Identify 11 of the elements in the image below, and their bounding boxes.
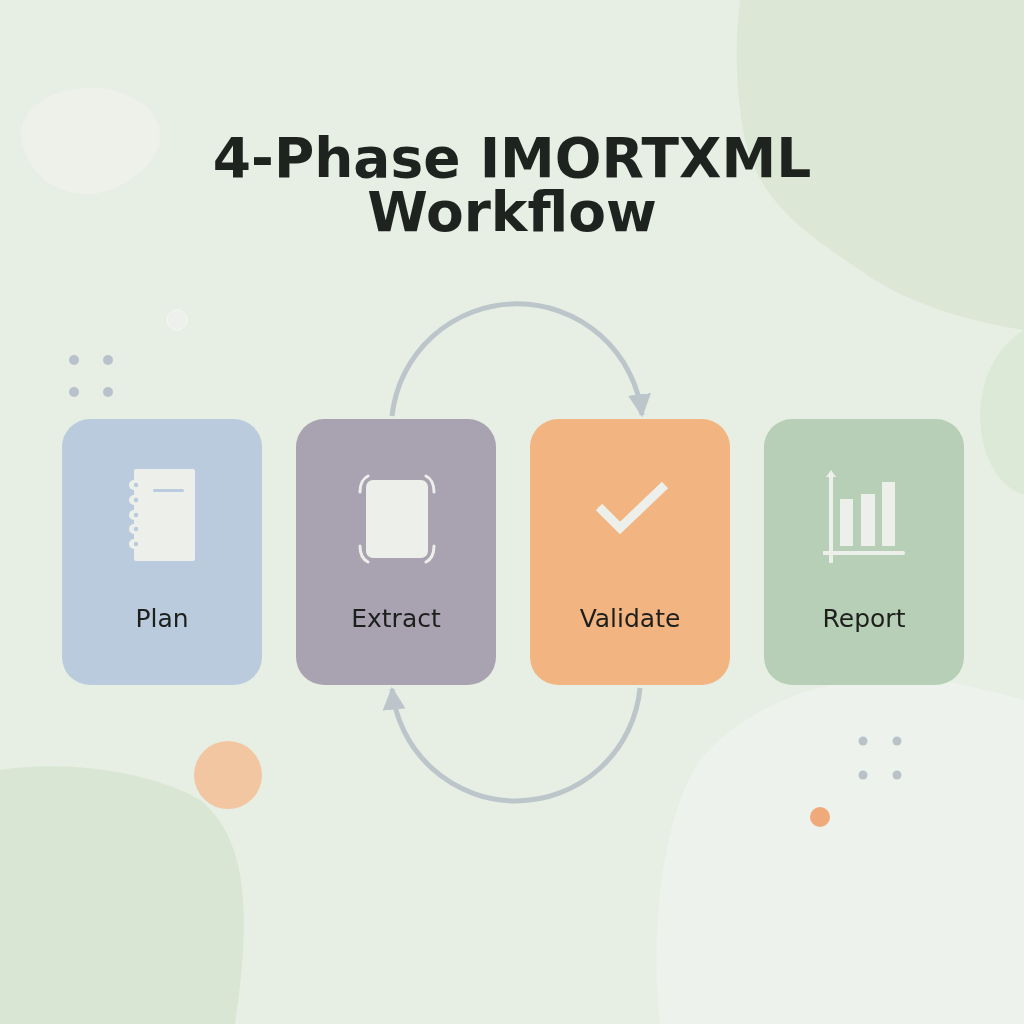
- phase-label: Validate: [579, 603, 681, 635]
- phase-label: Plan: [135, 603, 189, 635]
- curved-arrow: [389, 301, 650, 418]
- phase-card: [296, 419, 496, 685]
- phase-card: [530, 419, 730, 685]
- phase-label: Extract: [351, 603, 441, 635]
- phase-label: Report: [822, 603, 906, 635]
- phase-card: [62, 419, 262, 685]
- phase-card: [764, 419, 964, 685]
- diagram-title: 4-Phase IMORTXML Workflow: [211, 131, 813, 239]
- curved-arrow: [384, 686, 643, 804]
